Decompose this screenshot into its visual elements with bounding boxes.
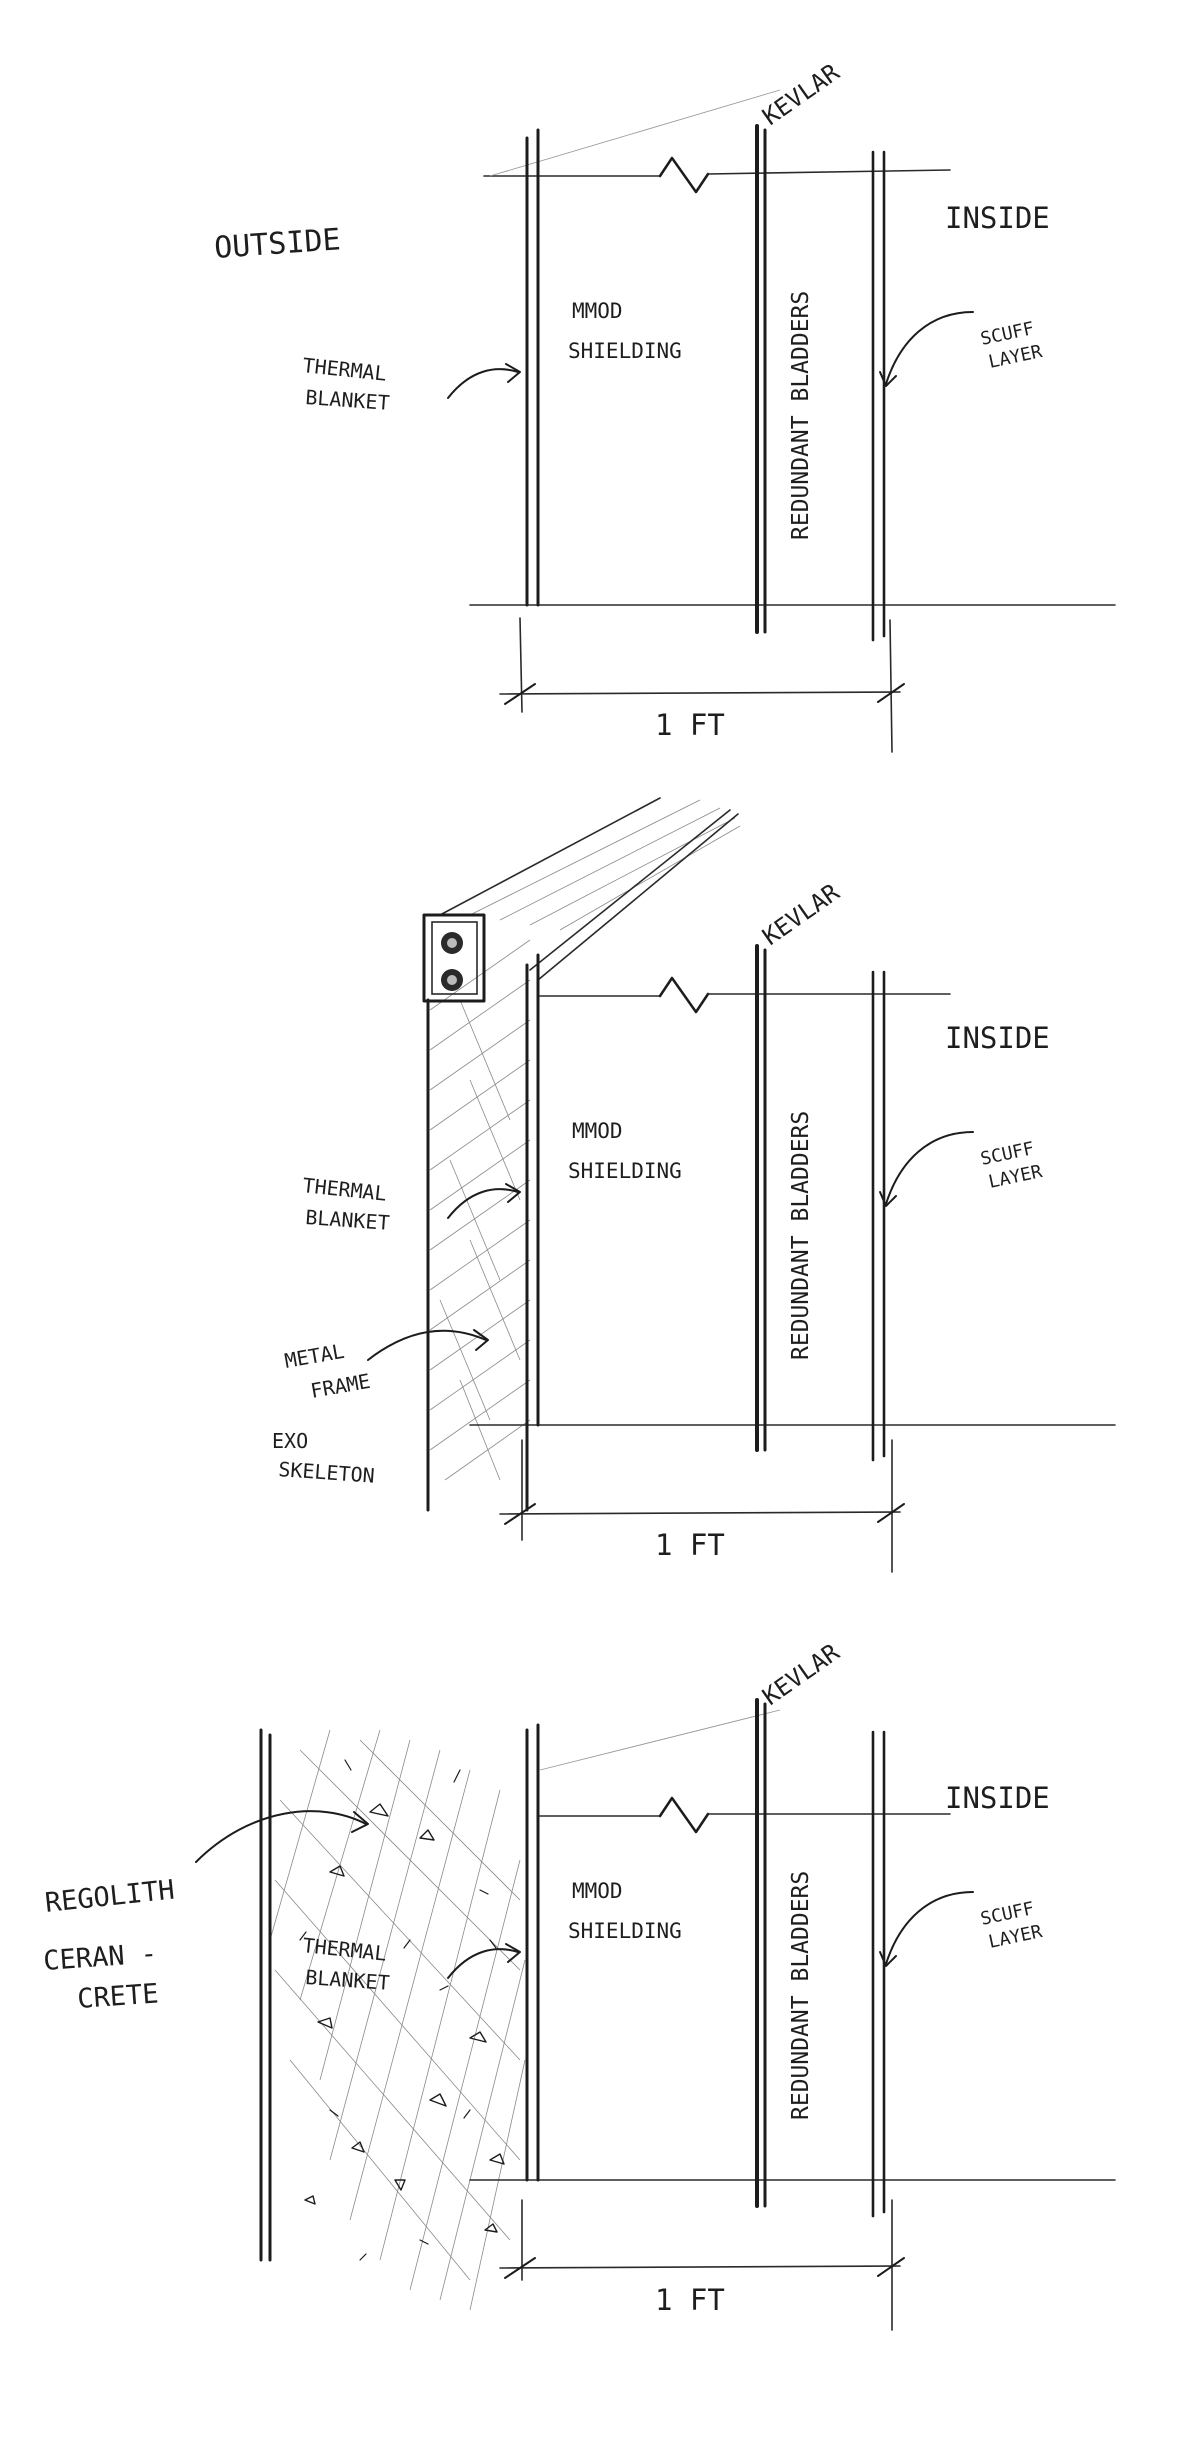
- thermal-arrow: [447, 368, 519, 399]
- bladders-label: REDUNDANT BLADDERS: [788, 1111, 814, 1360]
- dim-slash-left: [504, 2257, 536, 2279]
- exo-label-line2: SKELETON: [278, 1457, 376, 1488]
- dim-slash-left: [504, 1503, 536, 1525]
- metal-frame-arrow: [367, 1329, 487, 1361]
- thermal-arrowhead: [505, 1183, 521, 1203]
- scuff-arrow: [885, 1891, 974, 1965]
- thermal-arrow: [447, 1188, 519, 1219]
- dimension-line: [499, 1511, 901, 1515]
- mmod-label-line2: SHIELDING: [568, 1919, 682, 1943]
- scuff-arrowhead: [879, 1191, 897, 1207]
- bladders-label: REDUNDANT BLADDERS: [788, 1871, 814, 2120]
- thermal-label-line2: BLANKET: [305, 1965, 391, 1995]
- inside-label: INSIDE: [945, 1021, 1050, 1055]
- inside-label: INSIDE: [945, 1781, 1050, 1815]
- panel-1-bare-wall: OUTSIDE INSIDE KEVLAR THERMAL BLANKET MM…: [213, 58, 1116, 753]
- bladders-label: REDUNDANT BLADDERS: [788, 291, 814, 540]
- scuff-arrowhead: [879, 1951, 897, 1967]
- mmod-label-line1: MMOD: [572, 1879, 623, 1903]
- break-symbol: [658, 156, 710, 194]
- dimension-line: [499, 2265, 901, 2269]
- dimension-label: 1 FT: [655, 1528, 725, 1562]
- dim-tick-left: [519, 617, 523, 713]
- kevlar-label: KEVLAR: [757, 878, 845, 951]
- panel-2-exoskeleton-wall: INSIDE KEVLAR THERMAL BLANKET MMOD SHIEL…: [272, 797, 1116, 1573]
- break-symbol: [658, 976, 710, 1014]
- break-symbol: [658, 1796, 710, 1834]
- thermal-label-line1: THERMAL: [301, 353, 387, 386]
- dim-slash-right: [877, 2257, 905, 2277]
- dimension-label: 1 FT: [655, 708, 725, 742]
- dim-slash-right: [877, 683, 905, 703]
- frame-beam-lower: [537, 813, 739, 981]
- mmod-label-line2: SHIELDING: [568, 1159, 682, 1183]
- top-edge-line-right: [707, 169, 951, 175]
- kevlar-leader-line: [539, 1709, 781, 1771]
- regolith-arrowhead: [351, 1811, 369, 1833]
- inside-label: INSIDE: [945, 201, 1050, 235]
- kevlar-label: KEVLAR: [757, 1638, 845, 1711]
- frame-beam-upper: [439, 797, 661, 916]
- outside-label: OUTSIDE: [213, 222, 342, 266]
- thermal-label-line2: BLANKET: [305, 1205, 391, 1235]
- regolith-label-line2: CERAN -: [42, 1938, 158, 1977]
- bolt-bracket-inner: [431, 921, 478, 995]
- mmod-label-line1: MMOD: [572, 299, 623, 323]
- metal-frame-arrowhead: [473, 1329, 489, 1351]
- scuff-arrow: [885, 1131, 974, 1205]
- dim-tick-right: [889, 619, 893, 753]
- scuff-arrowhead: [879, 371, 897, 387]
- kevlar-leader-line: [489, 89, 781, 177]
- kevlar-label: KEVLAR: [757, 58, 845, 131]
- regolith-hatch: [269, 1729, 526, 2311]
- dimension-label: 1 FT: [655, 2283, 725, 2317]
- exoskeleton-hatch: [429, 799, 741, 1481]
- panel-3-regolith-wall: INSIDE KEVLAR THERMAL BLANKET MMOD SHIEL…: [42, 1638, 1116, 2331]
- thermal-label-line1: THERMAL: [301, 1933, 387, 1966]
- regolith-arrow: [195, 1810, 367, 1863]
- regolith-label-line3: CRETE: [76, 1978, 159, 2015]
- regolith-label-line1: REGOLITH: [43, 1875, 176, 1919]
- mmod-label-line1: MMOD: [572, 1119, 623, 1143]
- thermal-arrow: [447, 1948, 519, 1979]
- metal-frame-label-line1: METAL: [283, 1339, 346, 1373]
- thermal-label-line1: THERMAL: [301, 1173, 387, 1206]
- frame-beam-lower-2: [529, 809, 731, 971]
- dim-slash-left: [504, 683, 536, 705]
- scuff-arrow: [885, 311, 974, 385]
- exo-label-line1: EXO: [272, 1429, 308, 1453]
- thermal-arrowhead: [505, 1943, 521, 1963]
- mmod-label-line2: SHIELDING: [568, 339, 682, 363]
- dim-slash-right: [877, 1503, 905, 1523]
- thermal-label-line2: BLANKET: [305, 385, 391, 415]
- thermal-arrowhead: [505, 363, 521, 383]
- metal-frame-label-line2: FRAME: [309, 1369, 372, 1403]
- dimension-line: [499, 691, 901, 695]
- bolt-bracket: [422, 913, 486, 1003]
